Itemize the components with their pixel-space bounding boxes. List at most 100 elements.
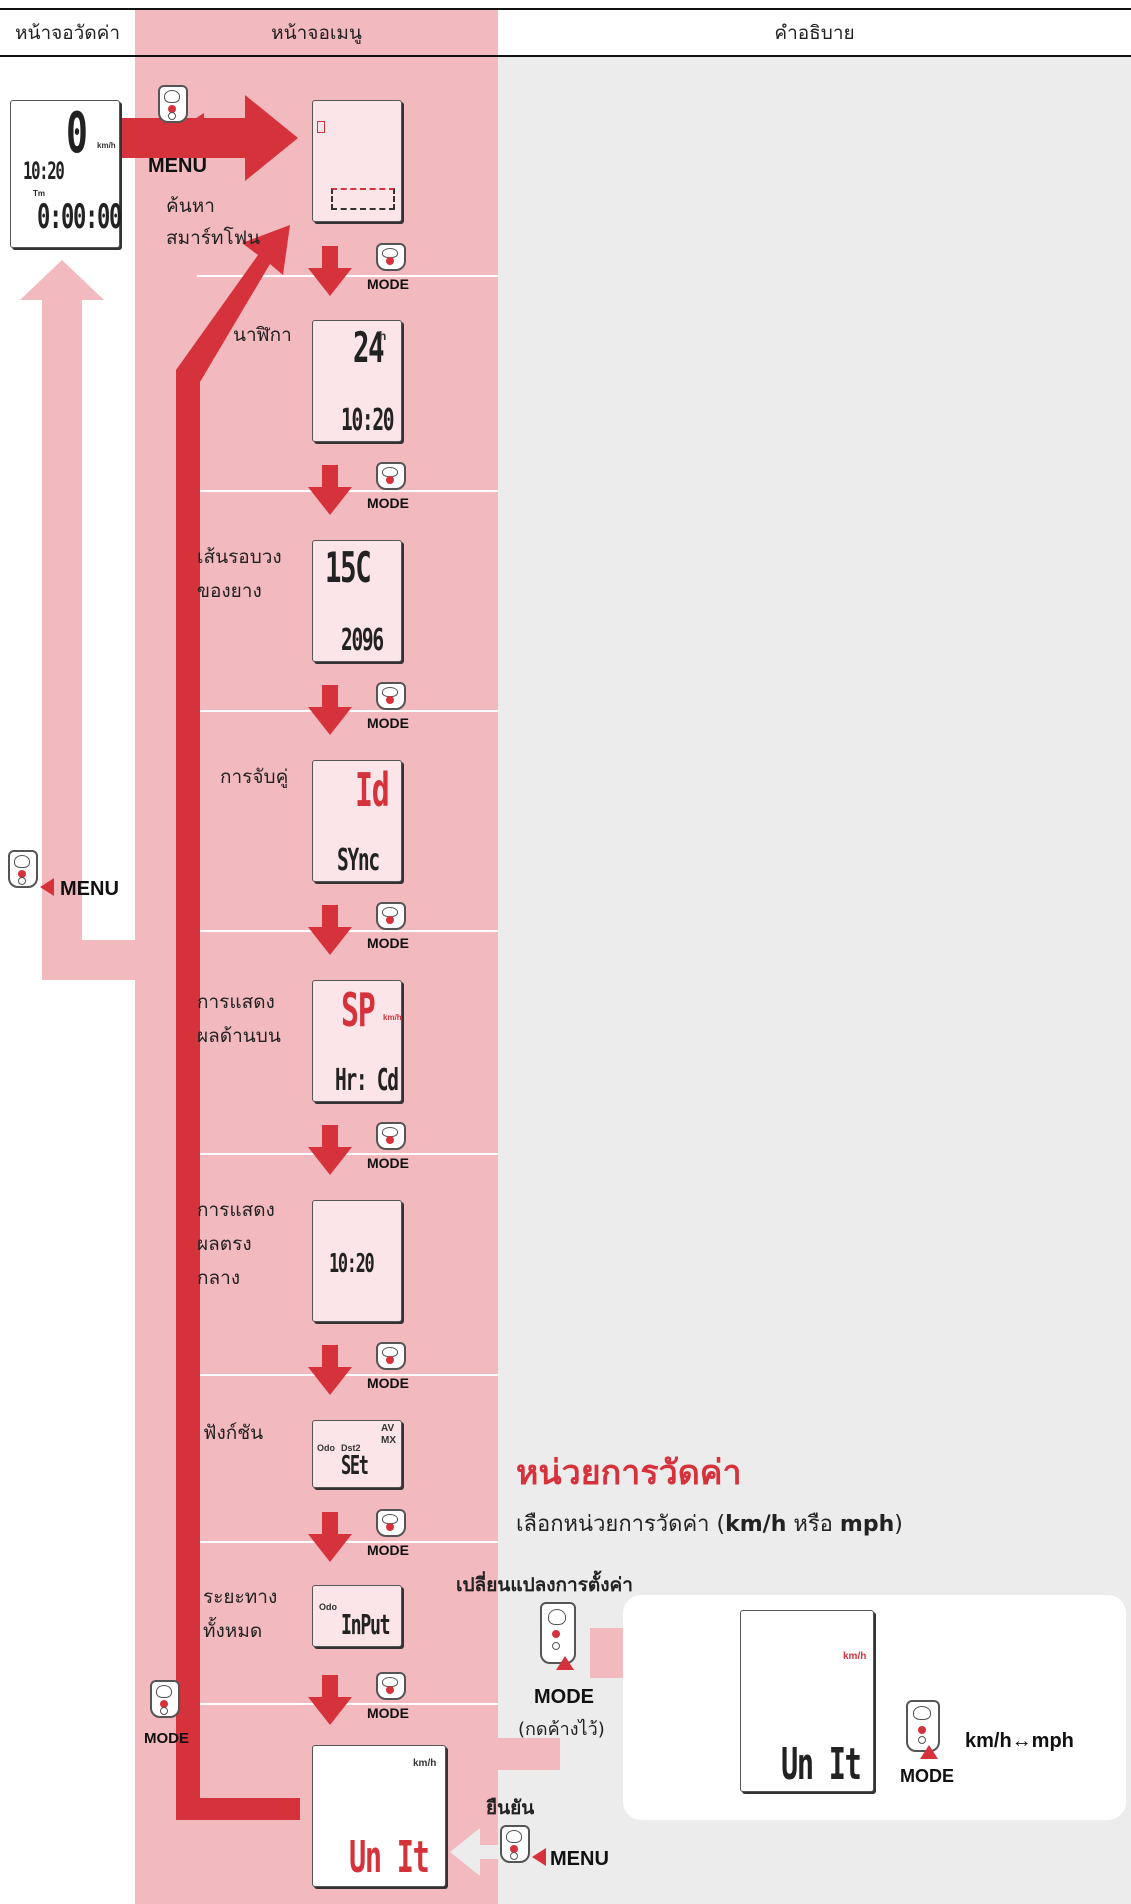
lcd-bottom-value: SEt [341, 1451, 369, 1481]
speed-value: 0 [66, 101, 88, 166]
unit-toggle-label: km/h↔mph [965, 1730, 1074, 1752]
down-arrow-icon [308, 1512, 352, 1562]
header-measure: หน้าจอวัดค่า [14, 22, 121, 44]
down-arrow-icon [308, 246, 352, 296]
menu-button-label[interactable]: MENU [60, 878, 119, 900]
lcd-top-suffix: h [379, 329, 387, 343]
header-description: คำอธิบาย [774, 22, 855, 44]
header-bottom-line [0, 55, 1131, 57]
lcd-middle-value: 10:20 [329, 1249, 375, 1279]
device-icon [158, 85, 188, 123]
lcd-clock: 24 h 10:20 [312, 320, 402, 442]
search-bar-icon [331, 188, 395, 210]
press-arrow-icon [40, 878, 54, 896]
lcd-sub1: Odo [317, 1443, 335, 1453]
lcd-unit: km/h Un It [312, 1745, 446, 1887]
menu-label-function: ฟังก์ชัน [203, 1422, 264, 1444]
menu-button-label[interactable]: MENU [148, 155, 207, 177]
press-arrow-icon [556, 1656, 574, 1670]
press-arrow-icon [532, 1848, 546, 1866]
measure-screen: 0 km/h 10:20 Tm 0:00:00 [10, 100, 122, 248]
lcd-unit-label: km/h [413, 1758, 437, 1769]
menu-button-label[interactable]: MENU [550, 1848, 609, 1870]
down-arrow-icon [308, 905, 352, 955]
mode-button-label[interactable]: MODE [367, 1375, 409, 1391]
lcd-top-value: 15C [325, 543, 372, 592]
device-icon [150, 1680, 180, 1718]
mode-button-label[interactable]: MODE [367, 495, 409, 511]
body-unit-kmh: km/h [725, 1512, 787, 1537]
lcd-bottom-value: 2096 [341, 623, 384, 658]
menu-label-clock: นาฬิกา [233, 324, 292, 346]
press-arrow-icon [920, 1745, 938, 1759]
menu-label-pairing: การจับคู่ [220, 766, 289, 788]
mode-button-label[interactable]: MODE [534, 1686, 594, 1708]
device-icon [376, 682, 406, 710]
device-icon [500, 1825, 530, 1863]
time-value: 0:00:00 [37, 197, 122, 237]
menu-label-middle-display: การแสดง ผลตรง กลาง [197, 1199, 275, 1289]
header-top-line [0, 8, 1131, 10]
mode-button-label[interactable]: MODE [144, 1730, 189, 1747]
mode-button-label[interactable]: MODE [367, 715, 409, 731]
body-text: เลือกหน่วยการวัดค่า ( [516, 1512, 726, 1537]
mode-button-label[interactable]: MODE [367, 1542, 409, 1558]
header-menu: หน้าจอเมนู [271, 22, 362, 44]
device-icon [376, 1342, 406, 1370]
mode-button-label[interactable]: MODE [367, 935, 409, 951]
menu-label-top-display: การแสดง ผลด้านบน [197, 991, 281, 1047]
lcd-middle-display: 10:20 [312, 1200, 402, 1322]
device-icon [8, 850, 38, 888]
mode-button-label[interactable]: MODE [900, 1766, 954, 1786]
lcd-top-unit: km/h [383, 1013, 402, 1022]
description-body: เลือกหน่วยการวัดค่า (km/h หรือ mph) [516, 1506, 903, 1541]
confirm-label: ยืนยัน [486, 1797, 535, 1819]
lcd-search [312, 100, 402, 222]
down-arrow-icon [308, 1345, 352, 1395]
lcd-top-value: Id [355, 763, 390, 817]
description-title: หน่วยการวัดค่า [516, 1453, 742, 1493]
device-icon [540, 1602, 576, 1664]
down-arrow-icon [308, 1675, 352, 1725]
device-icon [376, 243, 406, 271]
body-unit-mph: mph [839, 1512, 895, 1537]
lcd-sub1: Odo [319, 1602, 337, 1612]
lcd-sub2: Dst2 [341, 1443, 361, 1453]
setting-panel [623, 1595, 1126, 1820]
down-arrow-icon [308, 685, 352, 735]
lcd-bottom-value: 10:20 [341, 403, 395, 438]
lcd-unit-preview: km/h Un It [740, 1610, 874, 1792]
lcd-odometer: Odo InPut [312, 1585, 402, 1647]
phone-icon [317, 121, 325, 133]
hold-label: (กดค้างไว้) [518, 1719, 605, 1740]
lcd-unit-text: Un It [781, 1739, 862, 1790]
body-text: หรือ [786, 1512, 840, 1537]
lcd-top-value: 24 [353, 323, 385, 372]
tm-label: Tm [33, 189, 45, 198]
device-icon [376, 902, 406, 930]
menu-label-odometer: ระยะทาง ทั้งหมด [203, 1586, 278, 1642]
lcd-unit-label: km/h [843, 1651, 867, 1662]
lcd-sub3: AV MX [381, 1423, 396, 1446]
speed-unit: km/h [97, 141, 116, 150]
device-icon [376, 1122, 406, 1150]
lcd-bottom-value: InPut [341, 1608, 391, 1641]
lcd-bottom-value: SYnc [337, 843, 380, 878]
lcd-top-value: SP [341, 983, 376, 1037]
down-arrow-icon [308, 465, 352, 515]
change-setting-label: เปลี่ยนแปลงการตั้งค่า [456, 1574, 633, 1596]
clock-value: 10:20 [23, 157, 65, 185]
down-arrow-icon [308, 1125, 352, 1175]
lcd-function: Odo Dst2 AV MX SEt [312, 1420, 402, 1488]
lcd-unit-text: Un It [349, 1832, 430, 1883]
mode-button-label[interactable]: MODE [367, 276, 409, 292]
mode-button-label[interactable]: MODE [367, 1705, 409, 1721]
lcd-tire: 15C 2096 [312, 540, 402, 662]
device-icon [376, 462, 406, 490]
device-icon [376, 1509, 406, 1537]
lcd-bottom-value: Hr: Cd [335, 1063, 399, 1098]
mode-button-label[interactable]: MODE [367, 1155, 409, 1171]
menu-label-tire: เส้นรอบวง ของยาง [197, 546, 282, 602]
lcd-top-display: SP km/h Hr: Cd [312, 980, 402, 1102]
device-icon [376, 1672, 406, 1700]
